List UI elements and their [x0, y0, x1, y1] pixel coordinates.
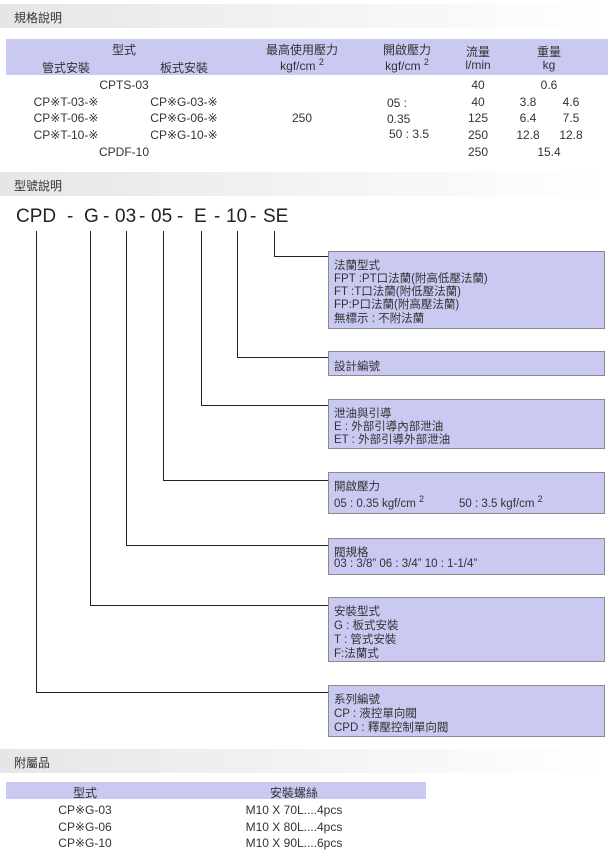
- th-crack-pressure: 開啟壓力: [382, 43, 432, 57]
- box-line: G : 板式安裝: [334, 620, 399, 632]
- code-dash: -: [177, 206, 184, 227]
- th-max-pressure-unit: kgf/cm 2: [280, 57, 324, 73]
- acc-th-model: 型式: [72, 786, 98, 800]
- box-line: FPT :PT口法蘭(附高低壓法蘭): [334, 273, 488, 285]
- cell-flow-03: 40: [471, 95, 485, 109]
- box-title: 設計編號: [334, 361, 380, 373]
- acc-cell-model: CP※G-06: [58, 820, 112, 834]
- cell-weight2-06: 7.5: [562, 111, 580, 125]
- cell-weight1-03: 3.8: [519, 95, 537, 109]
- acc-cell-model: CP※G-03: [58, 803, 112, 817]
- cell-flow-10: 250: [467, 128, 489, 142]
- box-line: 03 : 3/8” 06 : 3/4” 10 : 1-1/4”: [334, 558, 478, 570]
- th-pipe-mount: 管式安裝: [41, 61, 91, 75]
- box-title: 泄油與引導: [334, 408, 392, 420]
- spec-table-header: [6, 39, 608, 75]
- box-line: E : 外部引導內部泄油: [334, 421, 444, 433]
- th-plate-mount: 板式安裝: [159, 61, 209, 75]
- box-title: 系列編號: [334, 694, 380, 706]
- box-title: 開啟壓力: [334, 481, 380, 493]
- model-section-title: 型號說明: [14, 179, 63, 193]
- code-dash: -: [67, 206, 74, 227]
- acc-cell-bolt: M10 X 70L....4pcs: [245, 803, 343, 817]
- th-max-pressure: 最高使用壓力: [265, 43, 339, 57]
- cell-weight1-06: 6.4: [519, 111, 537, 125]
- box-line: CP : 液控單向閥: [334, 708, 417, 720]
- code-crack: 05: [151, 206, 173, 227]
- code-cpd: CPD: [16, 206, 57, 227]
- series-number-box: 系列編號 CP : 液控單向閥 CPD : 釋壓控制單向閥: [328, 685, 605, 737]
- box-line: 無標示 : 不附法蘭: [334, 313, 425, 325]
- cell-plate-10: CP※G-10-※: [150, 128, 218, 142]
- code-drain: E: [194, 206, 207, 227]
- cell-crack-b: 0.35: [387, 112, 411, 126]
- cell-pipe-06: CP※T-06-※: [33, 111, 99, 125]
- cell-max-pressure: 250: [291, 111, 313, 125]
- cell-crack-c: 50 : 3.5: [389, 127, 430, 141]
- mount-type-box: 安裝型式 G : 板式安裝 T : 管式安裝 F:法蘭式: [328, 597, 605, 662]
- crack-pressure-box: 開啟壓力 05 : 0.35 kgf/cm 2 50 : 3.5 kgf/cm …: [328, 472, 605, 514]
- box-line: CPD : 釋壓控制單向閥: [334, 722, 449, 734]
- th-weight: 重量: [536, 45, 562, 59]
- cell-pipe-10: CP※T-10-※: [33, 128, 99, 142]
- box-line: 05 : 0.35 kgf/cm 2: [334, 494, 425, 510]
- th-flow-unit: l/min: [465, 58, 491, 72]
- cell-crack-a: 05 :: [387, 96, 408, 110]
- code-size: 03: [115, 206, 137, 227]
- cell-flow-cpdf: 250: [467, 145, 489, 159]
- code-dash: -: [214, 206, 221, 227]
- code-flange: SE: [263, 206, 289, 227]
- cell-model-cpdf: CPDF-10: [98, 145, 150, 159]
- acc-cell-bolt: M10 X 80L....4pcs: [245, 820, 343, 834]
- cell-weight2-10: 12.8: [559, 128, 583, 142]
- box-title: 閥規格: [334, 547, 369, 559]
- cell-pipe-03: CP※T-03-※: [33, 95, 99, 109]
- cell-model-cpts: CPTS-03: [99, 78, 149, 92]
- th-weight-unit: kg: [542, 58, 556, 72]
- box-line: 50 : 3.5 kgf/cm 2: [459, 494, 543, 510]
- acc-cell-model: CP※G-10: [58, 836, 112, 850]
- code-dash: -: [139, 206, 146, 227]
- cell-weight-cpdf: 15.4: [537, 145, 561, 159]
- accessories-section-title: 附屬品: [14, 756, 51, 770]
- box-line: ET : 外部引導外部泄油: [334, 434, 451, 446]
- code-mount: G: [84, 206, 99, 227]
- flange-type-box: 法蘭型式 FPT :PT口法蘭(附高低壓法蘭) FT :T口法蘭(附低壓法蘭) …: [328, 251, 605, 329]
- acc-th-bolt: 安裝螺絲: [269, 786, 319, 800]
- acc-cell-bolt: M10 X 90L....6pcs: [245, 836, 343, 850]
- spec-section-title: 規格說明: [14, 11, 63, 25]
- cell-flow-06: 125: [467, 111, 489, 125]
- box-line: T : 管式安裝: [334, 634, 397, 646]
- spec-section-header: 規格說明: [0, 4, 606, 28]
- code-dash: -: [103, 206, 110, 227]
- accessories-table-header: [6, 782, 426, 799]
- code-design: 10: [226, 206, 248, 227]
- th-flow: 流量: [465, 45, 491, 59]
- cell-weight2-03: 4.6: [562, 95, 580, 109]
- code-dash: -: [250, 206, 257, 227]
- cell-flow-cpts: 40: [471, 78, 485, 92]
- model-section-header: 型號說明: [0, 172, 606, 196]
- box-line: FP:P口法蘭(附高壓法蘭): [334, 299, 460, 311]
- cell-weight-cpts: 0.6: [540, 78, 558, 92]
- cell-plate-03: CP※G-03-※: [150, 95, 218, 109]
- cell-plate-06: CP※G-06-※: [150, 111, 218, 125]
- box-line: FT :T口法蘭(附低壓法蘭): [334, 286, 461, 298]
- design-number-box: 設計編號: [328, 351, 605, 376]
- th-crack-pressure-unit: kgf/cm 2: [385, 57, 429, 73]
- drain-pilot-box: 泄油與引導 E : 外部引導內部泄油 ET : 外部引導外部泄油: [328, 399, 605, 449]
- valve-size-box: 閥規格 03 : 3/8” 06 : 3/4” 10 : 1-1/4”: [328, 538, 605, 575]
- th-model: 型式: [111, 43, 137, 57]
- accessories-section-header: 附屬品: [0, 749, 606, 773]
- box-line: F:法蘭式: [334, 648, 379, 660]
- cell-weight1-10: 12.8: [516, 128, 540, 142]
- box-title: 法蘭型式: [334, 260, 380, 272]
- box-title: 安裝型式: [334, 606, 380, 618]
